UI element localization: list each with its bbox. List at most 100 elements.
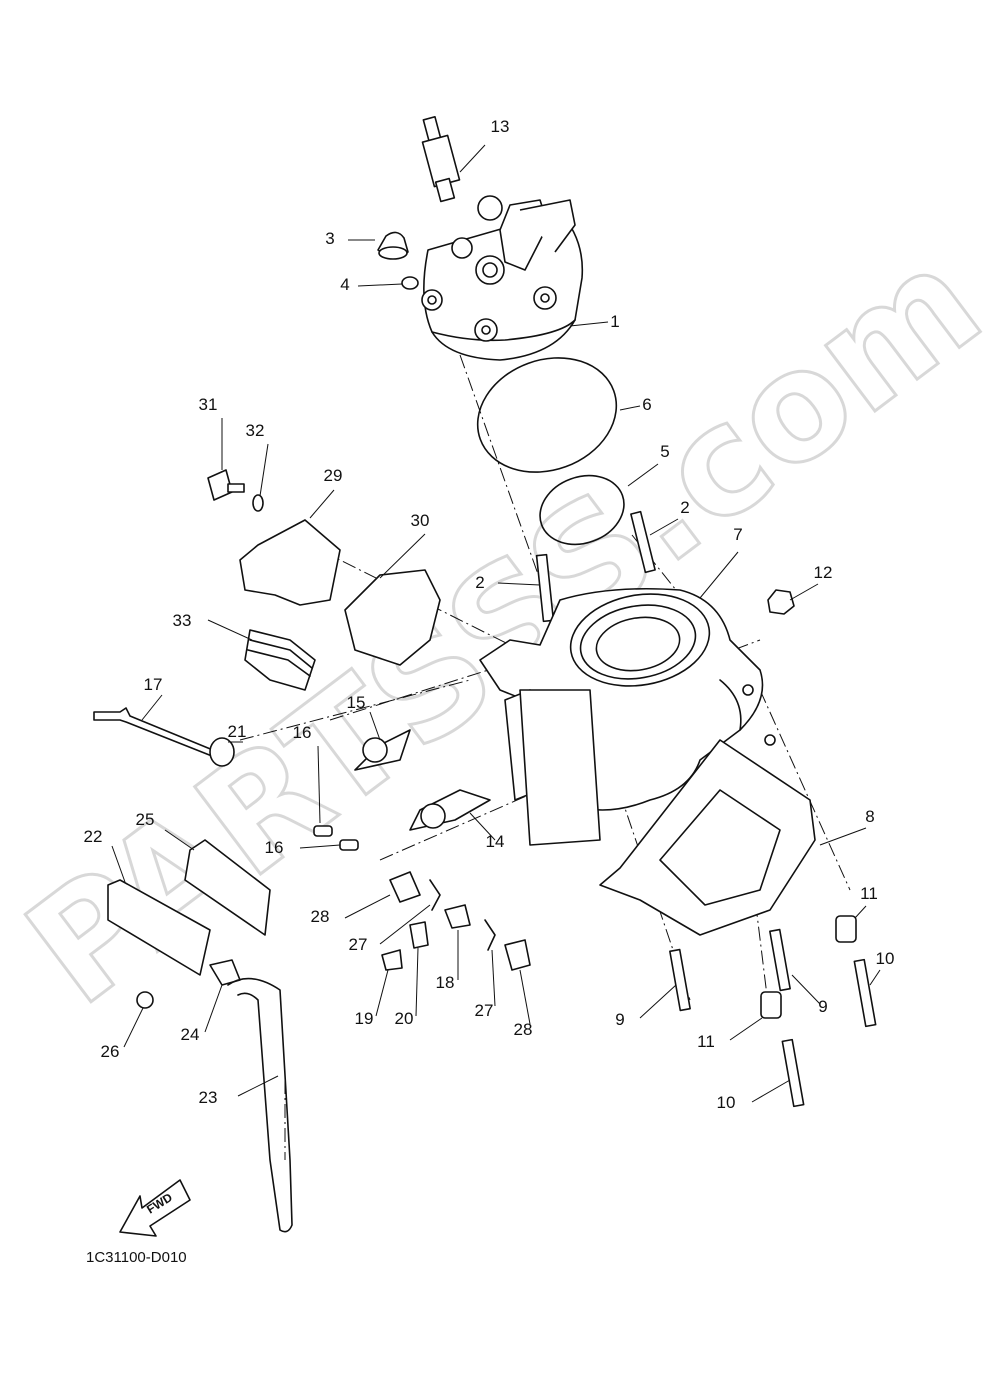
cap-bolt xyxy=(377,231,409,260)
callout-leader-4 xyxy=(357,283,403,287)
callout-leader-5 xyxy=(627,463,659,487)
callout-label-32: 32 xyxy=(246,421,265,440)
spring-27b xyxy=(484,919,496,951)
callout-leader-19 xyxy=(375,969,389,1017)
callout-label-11: 11 xyxy=(860,884,878,903)
callout-leader-22 xyxy=(111,845,126,883)
collar-28b xyxy=(504,939,531,971)
valve-15 xyxy=(354,729,411,771)
callout-label-27: 27 xyxy=(475,1001,494,1020)
callout-leader-27 xyxy=(379,904,431,945)
callout-leader-32 xyxy=(259,443,269,497)
screw-26 xyxy=(136,991,154,1009)
washer-32 xyxy=(252,494,264,512)
collar-28a xyxy=(389,871,421,903)
callout-label-11: 11 xyxy=(697,1032,715,1051)
fwd-arrow-icon: FWD xyxy=(119,1179,191,1237)
callout-leader-27 xyxy=(491,949,496,1007)
reed-gasket xyxy=(184,839,271,936)
callout-label-10: 10 xyxy=(717,1093,736,1112)
spring-27a xyxy=(429,879,441,911)
gasket-30 xyxy=(344,569,441,666)
callout-label-2: 2 xyxy=(475,573,484,592)
callout-leader-7 xyxy=(699,551,739,599)
callout-leader-11 xyxy=(729,1017,763,1041)
callout-label-23: 23 xyxy=(199,1088,218,1107)
callout-leader-1 xyxy=(569,321,609,327)
callout-label-7: 7 xyxy=(733,525,742,544)
valve-14 xyxy=(409,789,491,831)
callout-label-24: 24 xyxy=(181,1025,200,1044)
cylinder-head xyxy=(421,195,584,361)
callout-label-28: 28 xyxy=(311,907,330,926)
callout-leader-14 xyxy=(469,812,496,841)
callout-label-5: 5 xyxy=(660,442,669,461)
callout-label-2: 2 xyxy=(680,498,689,517)
callout-label-18: 18 xyxy=(436,973,455,992)
diagram-code: 1C31100-D010 xyxy=(86,1249,187,1266)
callout-label-20: 20 xyxy=(395,1009,414,1028)
stud-10-lower xyxy=(781,1038,805,1108)
callout-leader-10 xyxy=(751,1079,791,1103)
nut-11-upper xyxy=(835,915,857,943)
nut-11-lower xyxy=(760,991,782,1019)
cover-29 xyxy=(239,519,341,606)
spark-plug xyxy=(421,116,461,203)
callout-label-9: 9 xyxy=(818,997,827,1016)
callout-label-14: 14 xyxy=(486,832,505,851)
callout-leader-24 xyxy=(204,984,223,1033)
callout-leader-16 xyxy=(299,844,341,849)
callout-label-26: 26 xyxy=(101,1042,120,1061)
callout-leader-30 xyxy=(379,533,426,579)
callout-label-1: 1 xyxy=(610,312,619,331)
callout-label-17: 17 xyxy=(144,675,163,694)
screw-16-upper xyxy=(313,825,333,837)
stud-9-right xyxy=(769,928,791,992)
callout-leader-25 xyxy=(164,829,195,851)
hose xyxy=(227,977,293,1233)
bolt-19 xyxy=(381,949,403,971)
callout-label-27: 27 xyxy=(349,935,368,954)
callout-label-33: 33 xyxy=(173,611,192,630)
callout-leader-13 xyxy=(459,144,486,173)
callout-label-30: 30 xyxy=(411,511,430,530)
callout-label-4: 4 xyxy=(340,275,349,294)
washer xyxy=(401,276,419,290)
callout-leader-15 xyxy=(369,711,381,741)
screw-16-lower xyxy=(339,839,359,851)
callout-leader-17 xyxy=(141,694,163,721)
stud-9-left xyxy=(669,948,691,1012)
callout-label-19: 19 xyxy=(355,1009,374,1028)
callout-leader-12 xyxy=(789,583,819,601)
callout-label-29: 29 xyxy=(324,466,343,485)
reed-plate xyxy=(107,879,211,976)
stud-bolts-2 xyxy=(535,510,656,623)
callout-label-6: 6 xyxy=(642,395,651,414)
o-ring-small xyxy=(539,474,625,546)
callout-leader-26 xyxy=(123,1007,144,1048)
ring-21 xyxy=(209,737,235,767)
shaft xyxy=(93,707,226,761)
lever-18 xyxy=(444,904,471,929)
callout-leader-9 xyxy=(791,974,821,1005)
callout-label-31: 31 xyxy=(199,395,218,414)
callout-label-16: 16 xyxy=(293,723,312,742)
callout-leader-9 xyxy=(639,984,677,1019)
callout-leader-28 xyxy=(344,894,391,919)
callout-label-25: 25 xyxy=(136,810,155,829)
callout-label-15: 15 xyxy=(347,693,366,712)
callout-leader-23 xyxy=(237,1075,279,1097)
callout-label-12: 12 xyxy=(814,563,833,582)
callout-label-10: 10 xyxy=(876,949,895,968)
callout-leader-11 xyxy=(854,905,867,919)
callout-label-28: 28 xyxy=(514,1020,533,1039)
flange-bolt xyxy=(207,469,245,501)
callout-leader-29 xyxy=(309,489,335,519)
nut xyxy=(767,589,795,615)
callout-label-9: 9 xyxy=(615,1010,624,1029)
callout-leader-8 xyxy=(819,827,867,846)
callout-leader-33 xyxy=(207,619,253,641)
callout-leader-16 xyxy=(317,745,321,824)
callout-label-13: 13 xyxy=(491,117,510,136)
